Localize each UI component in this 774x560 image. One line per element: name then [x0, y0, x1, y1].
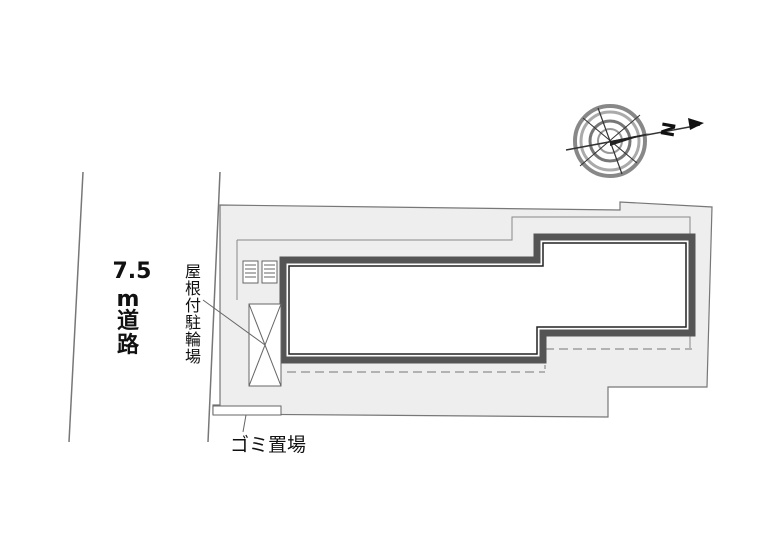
bike-label-char-5: 輪 — [185, 330, 201, 349]
bike-label-char-6: 場 — [185, 347, 201, 366]
bike-label-char-1: 屋 — [185, 262, 201, 281]
compass-north-label: N — [657, 120, 680, 138]
building-outline — [279, 233, 696, 364]
bike-parking — [248, 303, 282, 387]
road-width: 7.5 — [113, 259, 152, 284]
building-inner-line — [288, 242, 687, 355]
bike-parking-label: 屋 根 付 駐 輪 場 — [185, 262, 201, 366]
road-name-2: 路 — [117, 332, 140, 358]
road-name-1: 道 — [117, 308, 139, 334]
bike-parking-leader — [202, 299, 266, 346]
garbage-leader — [242, 414, 247, 433]
road-label: 7.5 m 道 路 — [113, 259, 152, 358]
road-boundary-left — [68, 171, 84, 443]
bike-label-char-2: 根 — [185, 279, 201, 298]
road-unit: m — [117, 287, 140, 312]
bike-label-char-4: 駐 — [185, 313, 201, 332]
bike-label-char-3: 付 — [185, 296, 201, 315]
stair-symbols — [242, 260, 278, 284]
road-boundary-right — [207, 171, 221, 443]
garbage-label: ゴミ置場 — [230, 434, 306, 456]
compass-icon: N — [565, 104, 704, 178]
garbage-area — [212, 405, 282, 416]
